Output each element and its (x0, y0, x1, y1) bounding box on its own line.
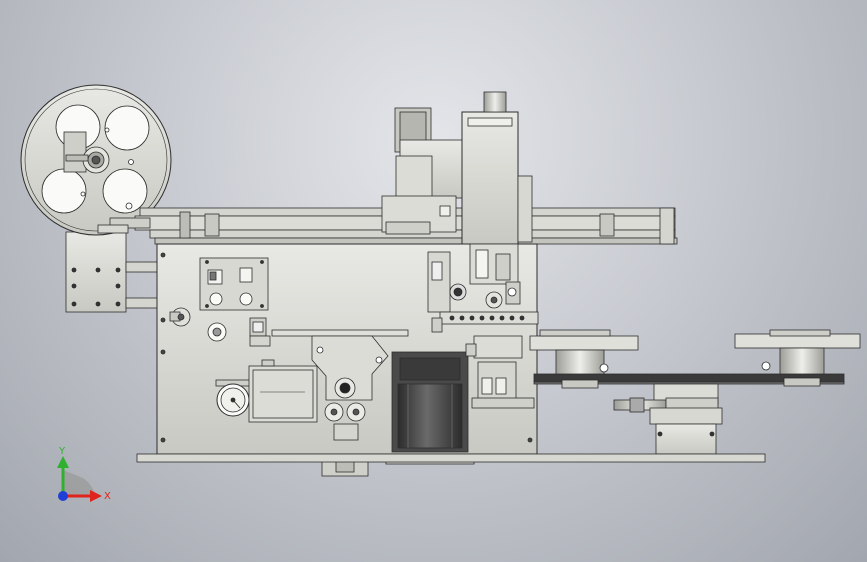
control-panel (199, 257, 269, 311)
adjustment-knobs (169, 307, 271, 347)
lever-mechanism (311, 335, 389, 477)
conveyor-belt (529, 329, 861, 389)
tape-reel (20, 84, 172, 236)
axis-origin-icon (58, 491, 68, 501)
base-plate (136, 453, 766, 463)
axis-triad: Y X (57, 446, 111, 502)
axis-plane-icon (63, 470, 95, 496)
pneumatic-cylinder (613, 383, 723, 455)
cover-box (248, 359, 318, 423)
axis-x-label: X (104, 491, 111, 502)
print-head-assembly (381, 91, 533, 285)
drive-motor (385, 351, 475, 465)
pressure-gauge (215, 379, 255, 417)
reel-bracket (65, 231, 159, 313)
guide-strip (271, 329, 409, 337)
axis-y-label: Y (58, 446, 66, 457)
sensor-block (465, 335, 535, 409)
feed-rollers (427, 251, 539, 333)
